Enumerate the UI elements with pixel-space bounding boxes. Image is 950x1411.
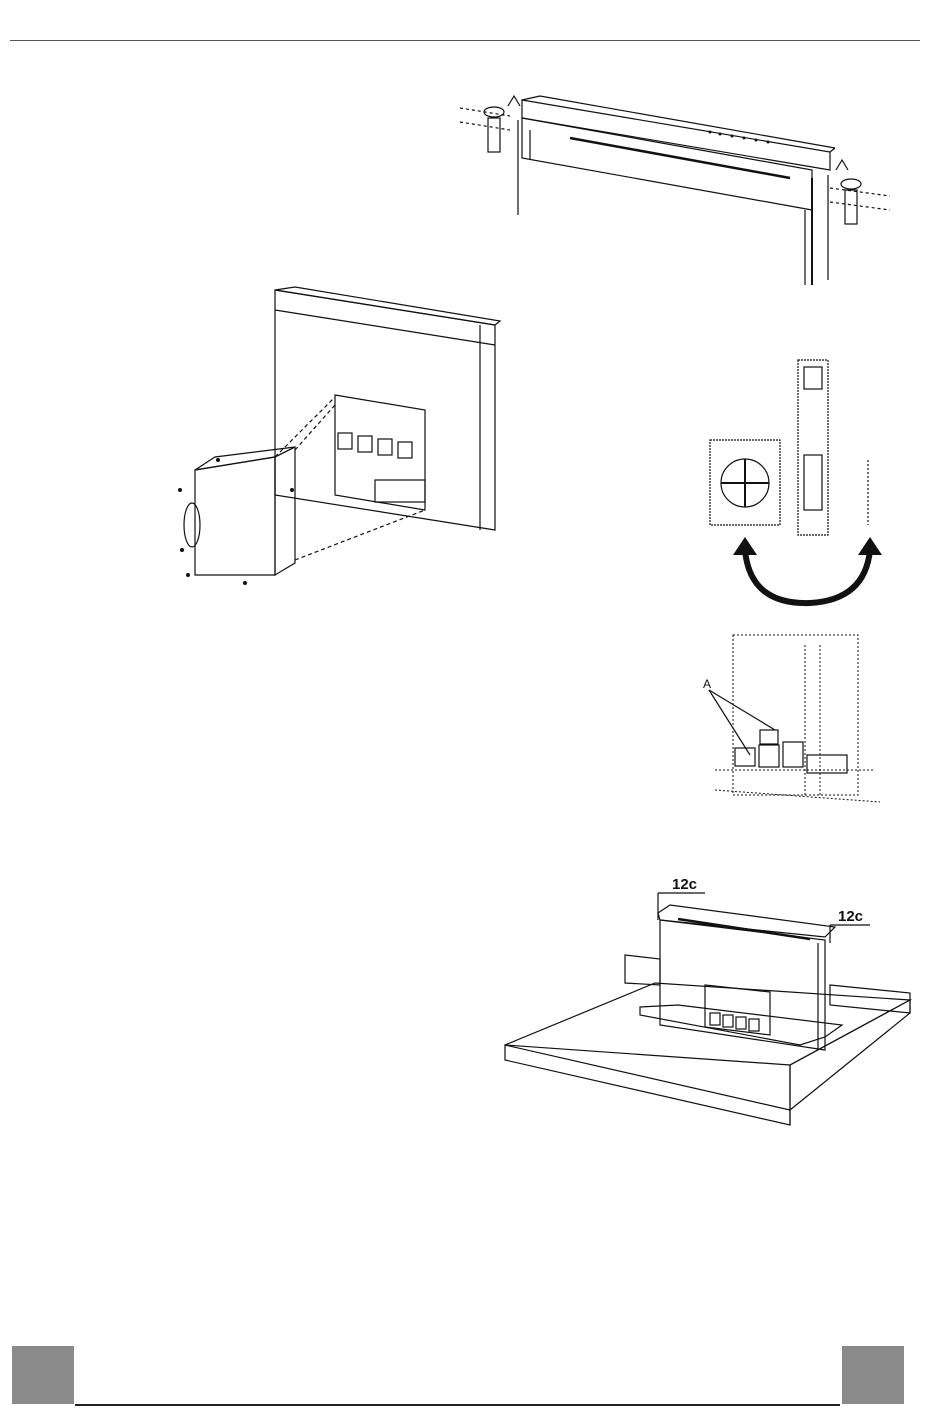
footer-tab-right [842,1346,904,1404]
footer-line [75,1404,840,1406]
callout-a: A [703,677,711,691]
header-rule [10,40,920,41]
hood-bracket-mounting-figure [450,90,900,290]
footer-tab-left [12,1346,74,1404]
motor-rotation-option-figure [700,355,890,605]
wiring-detail-figure: A [695,630,885,810]
dimension-label-right: 12c [838,908,863,925]
motor-box-assembly-figure [170,285,510,595]
dimension-label-left: 12c [672,876,697,893]
